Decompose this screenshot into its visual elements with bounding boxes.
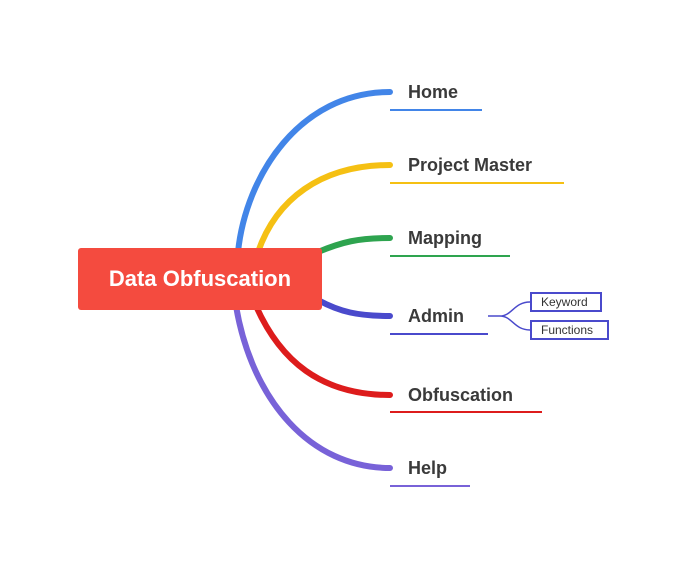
- admin-child-functions-label: Functions: [541, 323, 594, 337]
- connector-home: [235, 89, 393, 255]
- connector-admin: [315, 297, 393, 319]
- connector-obfuscation: [253, 303, 393, 398]
- branch-mapping[interactable]: Mapping: [408, 228, 482, 248]
- connector-mapping: [315, 235, 393, 255]
- connector-admin-children: [488, 301, 531, 331]
- branch-obfuscation[interactable]: Obfuscation: [408, 385, 514, 405]
- branch-home[interactable]: Home: [408, 82, 459, 102]
- branch-help[interactable]: Help: [408, 458, 448, 478]
- admin-child-functions[interactable]: Functions: [530, 320, 609, 340]
- connector-help: [233, 303, 393, 471]
- admin-child-keyword-label: Keyword: [541, 295, 588, 309]
- central-topic-label: Data Obfuscation: [108, 266, 292, 291]
- branch-project-master[interactable]: Project Master: [408, 155, 533, 175]
- connector-project-master: [255, 162, 393, 255]
- admin-child-keyword[interactable]: Keyword: [530, 292, 602, 312]
- central-topic[interactable]: Data Obfuscation: [78, 248, 322, 310]
- branch-admin[interactable]: Admin: [408, 306, 464, 326]
